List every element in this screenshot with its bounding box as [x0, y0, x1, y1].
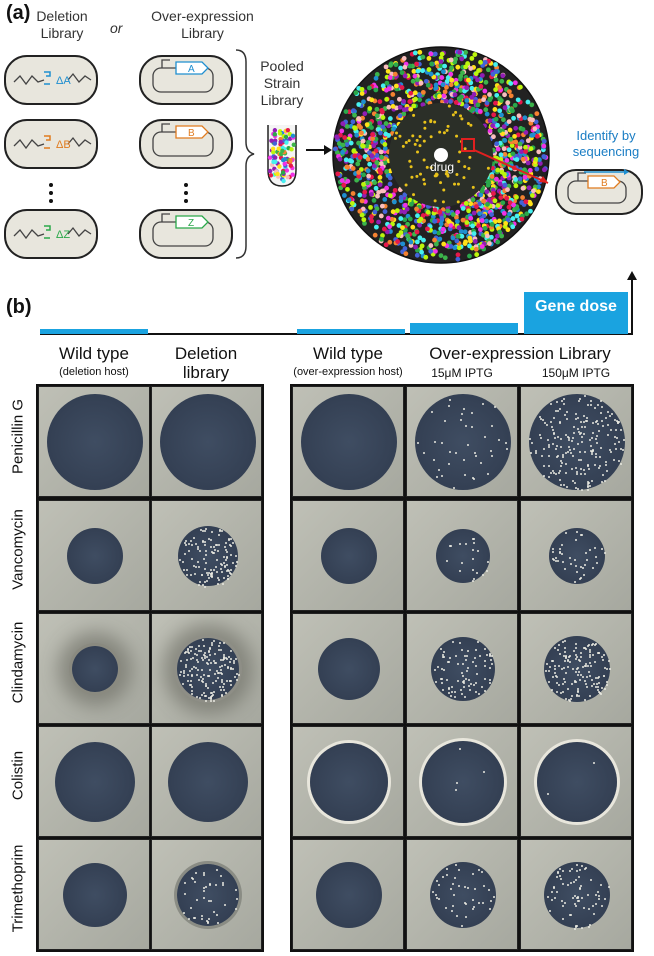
plate-photo-vancomycin-col4 [406, 500, 518, 611]
drug-label: drug [429, 160, 455, 174]
col-sub-15: 15μM IPTG [431, 366, 493, 380]
gene-dose-label: Gene dose [535, 298, 617, 315]
plate-photo-penicillin-g-col1 [38, 386, 150, 497]
plate-photo-colistin-col3 [292, 726, 404, 837]
panel-b-label: (b) [6, 296, 32, 318]
dose-bar-wt-overexp [297, 329, 405, 334]
col-sub-wt-deletion: (deletion host) [59, 366, 129, 378]
plate-photo-colistin-col1 [38, 726, 150, 837]
plate-photo-penicillin-g-col2 [151, 386, 262, 497]
identified-strain: B [555, 169, 643, 215]
plate-photo-trimethoprim-col1 [38, 839, 150, 950]
row-label-vancomycin: Vancomycin [9, 509, 27, 590]
plate-photo-trimethoprim-col4 [406, 839, 518, 950]
deletion-library-title: Deletion Library [36, 8, 88, 41]
gene-dose-bars [40, 271, 637, 335]
row-label-trimethoprim: Trimethoprim [9, 844, 27, 933]
plate-photo-clindamycin-col2 [151, 613, 262, 724]
pooled-library-title: Pooled Strain Library [260, 58, 304, 108]
overexpression-library-title: Over-expression Library [151, 8, 254, 41]
deletion-strain-b: ΔB [4, 119, 98, 169]
dose-bar-15 [410, 323, 518, 334]
plate-photo-colistin-col5 [520, 726, 632, 837]
col-title-deletion: Deletion library [174, 344, 238, 382]
identify-text: Identify by sequencing [572, 128, 640, 159]
plate-photo-penicillin-g-col5 [520, 386, 632, 497]
pooled-tube [267, 125, 297, 187]
dose-bar-wt-deletion [40, 329, 148, 334]
plate-photo-colistin-col2 [151, 726, 262, 837]
overexp-gene-a: A [188, 64, 195, 75]
overexp-gene-b: B [188, 128, 195, 139]
overexp-strain-b: B [139, 119, 233, 169]
deletion-strain-z: ΔZ [4, 209, 98, 259]
col-sub-150: 150μM IPTG [541, 366, 611, 380]
or-text: or [110, 20, 123, 36]
col-title-overexp: Over-expression Library [429, 344, 611, 363]
deletion-gene-b: ΔB [56, 139, 71, 151]
plate-photo-colistin-col4 [406, 726, 518, 837]
plate-photo-clindamycin-col3 [292, 613, 404, 724]
identified-gene: B [601, 178, 608, 189]
panel-a-diagram: ΔA ΔB ΔZ A B Z [4, 46, 643, 264]
plate [332, 46, 550, 264]
vertical-ellipsis-right [184, 183, 188, 203]
deletion-strain-a: ΔA [4, 55, 98, 105]
deletion-gene-a: ΔA [56, 75, 71, 87]
row-label-penicillin: Penicillin G [9, 398, 27, 475]
vertical-ellipsis-left [49, 183, 53, 203]
curly-brace [235, 49, 255, 259]
plate-photo-trimethoprim-col3 [292, 839, 404, 950]
dose-bar-150 [524, 292, 628, 334]
plate-photo-vancomycin-col2 [151, 500, 262, 611]
plate-photo-vancomycin-col5 [520, 500, 632, 611]
plate-photo-penicillin-g-col3 [292, 386, 404, 497]
plate-photo-clindamycin-col4 [406, 613, 518, 724]
col-title-wt-overexp: Wild type [313, 344, 383, 363]
plate-photo-penicillin-g-col4 [406, 386, 518, 497]
deletion-gene-z: ΔZ [56, 229, 70, 241]
plate-photo-vancomycin-col1 [38, 500, 150, 611]
overexp-gene-z: Z [188, 218, 194, 229]
col-sub-wt-overexp: (over-expression host) [293, 366, 403, 378]
plate-photo-clindamycin-col1 [38, 613, 150, 724]
plate-photo-vancomycin-col3 [292, 500, 404, 611]
plate-photo-clindamycin-col5 [520, 613, 632, 724]
col-title-wt-deletion: Wild type [59, 344, 129, 363]
overexp-strain-a: A [139, 55, 233, 105]
row-label-clindamycin: Clindamycin [9, 621, 27, 704]
row-label-colistin: Colistin [9, 750, 27, 801]
overexp-strain-z: Z [139, 209, 233, 259]
plate-photo-trimethoprim-col2 [151, 839, 262, 950]
plate-photo-trimethoprim-col5 [520, 839, 632, 950]
panel-a-label: (a) [6, 2, 31, 24]
